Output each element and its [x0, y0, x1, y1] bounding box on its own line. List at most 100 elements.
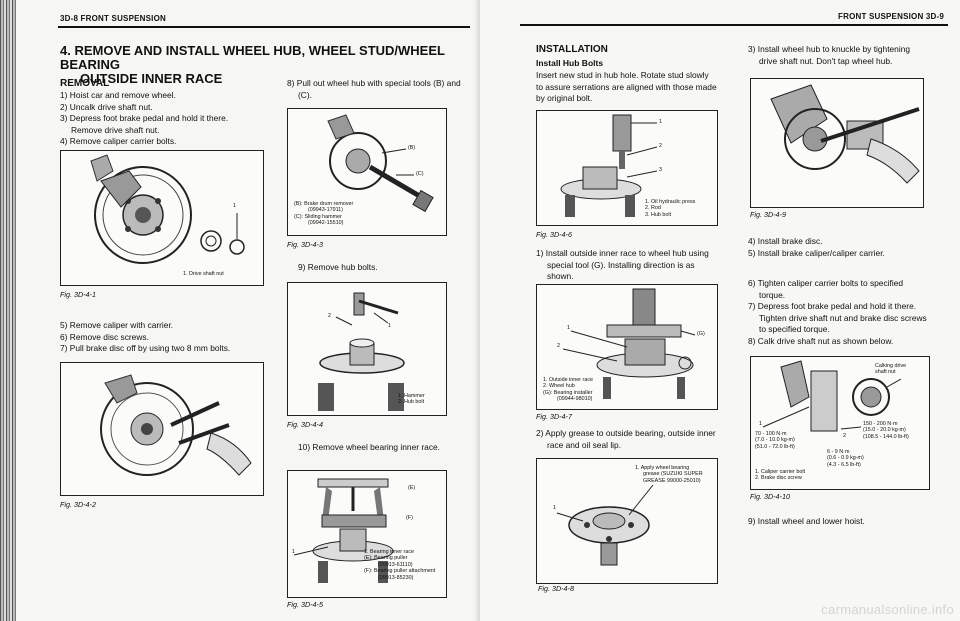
figure-3d-4-4: 2 1 1. Hammer 2. Hub bolt	[287, 282, 447, 416]
fig-caption: Fig. 3D-4-5	[287, 600, 323, 609]
step-7-cont: to specified torque.	[759, 324, 830, 334]
step-6-cont: torque.	[759, 289, 786, 300]
legend-line: (G): Bearing installer	[543, 389, 593, 396]
legend-line: (F): Bearing puller attachment	[364, 568, 436, 575]
install-steps-6-8: 6) Tighten caliper carrier bolts to spec…	[748, 278, 954, 347]
figure-3d-4-6: 1 2 3 1. Oil hydraulic press 2. Rod 3. H…	[536, 110, 718, 226]
text-line: shown.	[547, 271, 574, 281]
removal-steps-a: 1) Hoist car and remove wheel. 2) Uncalk…	[60, 90, 280, 148]
torque-drive-shaft-nut: 150 - 200 N·m (15.0 - 20.0 kg-m) (108.5 …	[863, 421, 909, 440]
torque-spec-illustration	[762, 360, 902, 432]
step-1: 1) Hoist car and remove wheel.	[60, 90, 176, 100]
left-page-header: 3D-8 FRONT SUSPENSION	[60, 14, 166, 23]
callout-2: 2	[843, 433, 846, 439]
figure-3d-4-7: 1 2 (G) 1. Outside inner race 2. Wheel h…	[536, 284, 718, 410]
step-2: 2) Uncalk drive shaft nut.	[60, 101, 153, 112]
disc-removal-illustration	[100, 374, 252, 476]
text-line: Insert new stud in hub hole. Rotate stud…	[536, 70, 709, 80]
step-4: 4) Install brake disc.	[748, 236, 823, 246]
text-line: 1) Install outside inner race to wheel h…	[536, 248, 709, 258]
fig-caption: Fig. 3D-4-6	[536, 230, 572, 239]
label-line: shaft nut	[875, 369, 896, 376]
legend-line: 2. Wheel hub	[543, 383, 575, 390]
callout-2: 2	[659, 143, 662, 149]
text-line: special tool (G). Installing direction i…	[547, 259, 695, 270]
legend-line: (09943-17911)	[308, 207, 343, 214]
legend-line: 1. Bearing inner race	[364, 549, 415, 555]
callout-f: (F)	[406, 515, 413, 521]
fig8-legend: 1. Apply wheel bearing grease (SUZUKI SU…	[635, 465, 703, 484]
callout-c: (C)	[416, 171, 424, 177]
legend-line: 2. Rod	[645, 205, 661, 212]
torque-line: 150 - 200 N·m	[863, 421, 898, 427]
install-hub-bolts-heading: Install Hub Bolts	[536, 58, 604, 68]
left-header-rule	[58, 26, 470, 28]
legend-line: 2. Hub bolt	[398, 399, 425, 406]
torque-line: (108.5 - 144.0 lb-ft)	[863, 433, 909, 440]
torque-disc-screw: 6 - 9 N·m (0.6 - 0.9 kg-m) (4.3 - 6.5 lb…	[827, 449, 864, 468]
legend-line: 1. Hammer	[398, 393, 425, 399]
installation-heading: INSTALLATION	[536, 44, 608, 55]
step-6: 6) Tighten caliper carrier bolts to spec…	[748, 278, 904, 288]
fig6-legend: 1. Oil hydraulic press 2. Rod 3. Hub bol…	[645, 199, 695, 218]
fig-caption: Fig. 3D-4-4	[287, 420, 323, 429]
torque-line: (0.6 - 0.9 kg-m)	[827, 455, 864, 462]
legend-line: 1. Outside inner race	[543, 377, 594, 383]
text-line: to assure serrations are aligned with th…	[536, 81, 717, 92]
right-header-rule	[520, 24, 948, 26]
figure-3d-4-8: 1 1. Apply wheel bearing grease (SUZUKI …	[536, 458, 718, 584]
torque-line: (7.0 - 10.0 kg-m)	[755, 437, 795, 444]
calking-label: Calking drive shaft nut	[875, 363, 906, 376]
callout-1: 1	[233, 203, 236, 209]
figure-3d-4-9	[750, 78, 924, 208]
callout-g: (G)	[697, 331, 705, 337]
install-steps-4-5: 4) Install brake disc. 5) Install brake …	[748, 236, 948, 259]
fig10-legend: 1. Caliper carrier bolt 2. Brake disc sc…	[755, 469, 805, 482]
fig4-legend: 1. Hammer 2. Hub bolt	[398, 393, 425, 406]
fig-caption: Fig. 3D-4-2	[60, 500, 96, 509]
fig7-legend: 1. Outside inner race 2. Wheel hub (G): …	[543, 377, 593, 403]
step-3-cont: Remove drive shaft nut.	[71, 124, 160, 135]
callout-1: 1	[567, 325, 570, 331]
text-line: 2) Apply grease to outside bearing, outs…	[536, 428, 716, 438]
fig3-legend: (B): Brake drum remover (09943-17911) (C…	[294, 201, 353, 227]
text-line: drive shaft nut. Don't tap wheel hub.	[759, 55, 893, 66]
figure-3d-4-1: 1 1. Drive shaft nut	[60, 150, 264, 286]
step-5: 5) Remove caliper with carrier.	[60, 320, 174, 330]
install-step-9: 9) Install wheel and lower hoist.	[748, 516, 865, 526]
step-4: 4) Remove caliper carrier bolts.	[60, 136, 177, 146]
legend-line: GREASE 99000-25010)	[643, 477, 701, 484]
step-7: 7) Depress foot brake pedal and hold it …	[748, 301, 917, 311]
section-title-line1: 4. REMOVE AND INSTALL WHEEL HUB, WHEEL S…	[60, 43, 445, 72]
install-step-3: 3) Install wheel hub to knuckle by tight…	[748, 44, 948, 67]
install-intro: Insert new stud in hub hole. Rotate stud…	[536, 70, 726, 105]
legend-line: 1. Apply wheel bearing	[635, 465, 690, 471]
section-title-line2: OUTSIDE INNER RACE	[80, 71, 223, 86]
legend-line: 1. Oil hydraulic press	[645, 199, 696, 205]
step-10: 10) Remove wheel bearing inner race.	[298, 442, 440, 452]
step-8-line2: (C).	[298, 89, 312, 100]
step-9: 9) Remove hub bolts.	[298, 262, 378, 272]
torque-carrier-bolt: 70 - 100 N·m (7.0 - 10.0 kg-m) (51.0 - 7…	[755, 431, 795, 450]
callout-2: 2	[557, 343, 560, 349]
disc-brake-illustration	[90, 154, 245, 264]
fig-caption: Fig. 3D-4-8	[538, 584, 574, 593]
text-line: 3) Install wheel hub to knuckle by tight…	[748, 44, 911, 54]
watermark: carmanualsonline.info	[821, 602, 954, 617]
legend-line: 1. Caliper carrier bolt	[755, 469, 806, 475]
callout-1: 1	[292, 549, 295, 555]
removal-heading: REMOVAL	[60, 78, 110, 89]
fig-caption: Fig. 3D-4-3	[287, 240, 323, 249]
torque-line: (15.0 - 20.0 kg-m)	[863, 427, 906, 434]
step-8: 8) Pull out wheel hub with special tools…	[287, 78, 477, 101]
legend-line: (B): Brake drum remover	[294, 201, 354, 207]
left-page: 3D-8 FRONT SUSPENSION 4. REMOVE AND INST…	[0, 0, 480, 621]
label-line: Calking drive	[875, 363, 907, 369]
torque-line: (51.0 - 72.0 lb-ft)	[755, 443, 795, 450]
text-line: by original bolt.	[536, 93, 593, 103]
fig5-legend: 1. Bearing inner race (E): Bearing pulle…	[364, 549, 435, 581]
legend-line: (09942-15510)	[308, 220, 344, 227]
install-step-2: 2) Apply grease to outside bearing, outs…	[536, 428, 732, 451]
bearing-puller-illustration	[293, 478, 394, 583]
